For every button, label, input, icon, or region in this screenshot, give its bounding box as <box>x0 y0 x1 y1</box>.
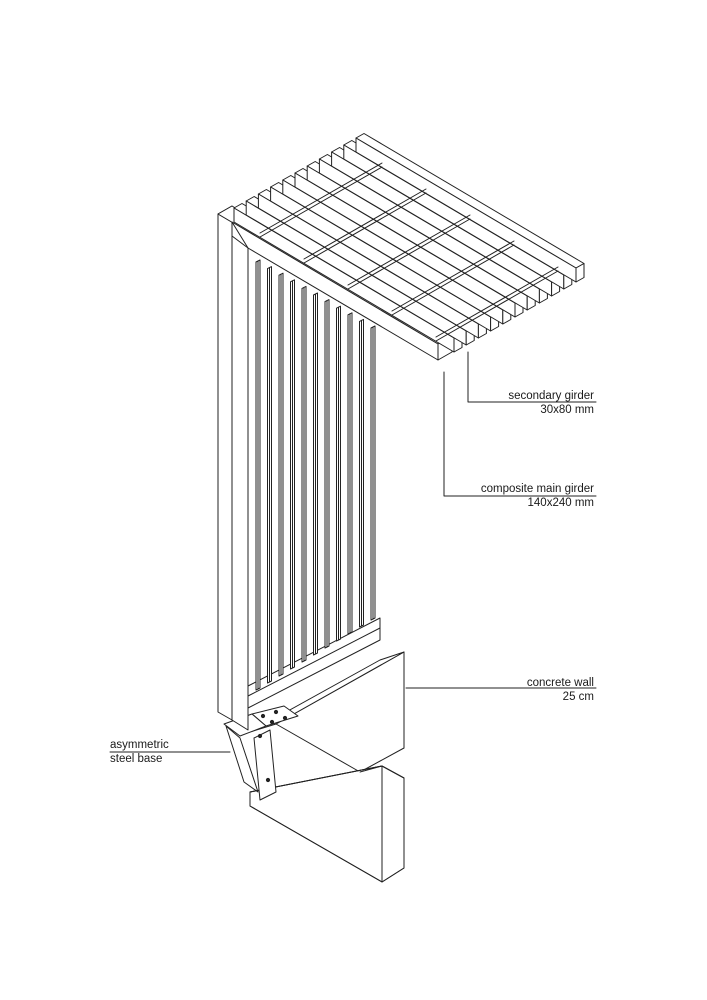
leader-lines <box>109 351 597 753</box>
composite-main-girder-label: composite main girder 140x240 mm <box>481 482 594 510</box>
cross-rib <box>259 162 383 234</box>
cross-rib-edge <box>347 218 471 290</box>
cross-rib-edge <box>303 192 427 264</box>
secondary-girders <box>233 133 585 353</box>
cross-rib-edge <box>391 244 515 316</box>
vertical-slats <box>255 259 376 691</box>
cross-rib <box>303 188 427 260</box>
cross-rib <box>391 240 515 312</box>
steel-base-line1: asymmetric <box>110 739 169 751</box>
secondary-girder-end <box>575 263 585 283</box>
composite-main-girder-name: composite main girder <box>480 483 594 495</box>
cross-rib <box>347 214 471 286</box>
concrete-wall-name: concrete wall <box>526 677 594 689</box>
composite-main-girder-size: 140x240 mm <box>527 497 594 509</box>
secondary-girder-name: secondary girder <box>508 390 594 402</box>
steel-base-label: asymmetric steel base <box>110 738 169 766</box>
concrete-wall-size: 25 cm <box>562 691 594 703</box>
composite-main-post <box>217 205 249 731</box>
secondary-girder-size: 30x80 mm <box>540 404 594 416</box>
cross-rib-edge <box>435 270 559 342</box>
cross-ribs <box>259 162 559 342</box>
cross-rib-edge <box>259 166 383 238</box>
secondary-girder-label: secondary girder 30x80 mm <box>508 389 594 417</box>
cross-rib <box>435 266 559 338</box>
steel-base-line2: steel base <box>110 753 163 765</box>
concrete-wall-label: concrete wall 25 cm <box>527 676 594 704</box>
